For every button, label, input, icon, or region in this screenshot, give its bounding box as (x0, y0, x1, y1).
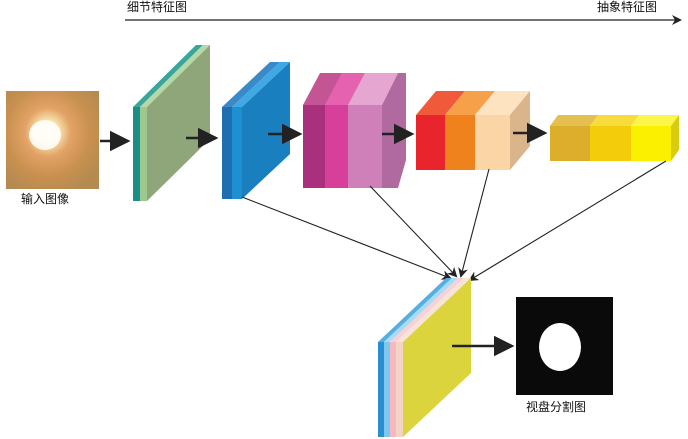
abstract-features-label: 抽象特征图 (597, 0, 658, 14)
skip-arrow-block3 (369, 185, 458, 278)
encoder-block-5 (550, 115, 679, 161)
output-segmentation-image (516, 297, 613, 395)
encoder-block-3 (303, 73, 406, 188)
skip-arrow-block2 (241, 196, 452, 280)
input-image (6, 91, 99, 189)
encoder-block-1 (133, 45, 210, 201)
skip-arrow-block5 (468, 160, 667, 282)
detail-features-label: 细节特征图 (127, 0, 188, 14)
encoder-block-4 (416, 91, 530, 170)
skip-arrow-block4 (458, 168, 490, 278)
encoder-block-2 (222, 62, 290, 199)
output-segmentation-label: 视盘分割图 (526, 400, 587, 414)
fusion-block (378, 278, 471, 437)
input-image-label: 输入图像 (21, 192, 70, 206)
